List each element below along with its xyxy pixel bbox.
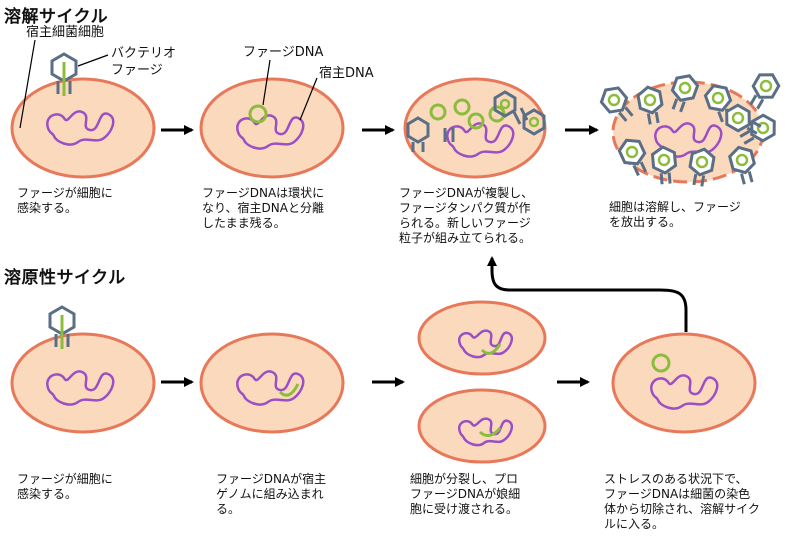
lysogenic-caption-4: ストレスのある状況下で、 ファージDNAは細菌の染色 体から切除され、溶解サイク… (604, 472, 760, 531)
cell-lytic-2 (199, 77, 345, 179)
lytic-caption-3: ファージDNAが複製し、 ファージタンパク質が作 られる。新しいファージ 粒子が… (399, 186, 534, 245)
lysogenic-caption-1: ファージが細胞に 感染する。 (17, 472, 113, 501)
cell-lysogenic-1 (10, 332, 156, 434)
lysogenic-caption-2: ファージDNAが宿主 ゲノムに組み込まれ る。 (216, 472, 327, 516)
lytic-cycle-heading: 溶解サイクル (4, 7, 109, 27)
lysogenic-caption-3: 細胞が分裂し、プロ ファージDNAが娘細 胞に受け渡される。 (410, 472, 521, 516)
daughter-cell-bottom (417, 388, 547, 464)
arrow-return-to-lytic (487, 256, 688, 332)
host-dna-lytic-1 (46, 110, 115, 146)
lytic-caption-1: ファージが細胞に 感染する。 (17, 186, 113, 215)
bacteriophage-attached-lysogenic (48, 305, 76, 349)
bacteriophage-label: バクテリオ ファージ (111, 46, 177, 78)
daughter-cell-top (417, 300, 547, 376)
phage-dna-label: ファージDNA (243, 45, 324, 60)
host-dna-lytic-3 (446, 122, 515, 158)
lytic-caption-4: 細胞は溶解し、ファージ を放出する。 (609, 200, 741, 229)
host-dna-label: 宿主DNA (319, 66, 374, 81)
excised-phage-dna (651, 353, 671, 373)
phage-dna-circle-2 (248, 104, 268, 124)
lytic-caption-2: ファージDNAは環状に なり、宿主DNAと分離 したまま残る。 (202, 186, 325, 230)
lysogenic-cycle-heading: 溶原性サイクル (4, 268, 126, 288)
bacteriophage-attached-1 (50, 52, 78, 96)
host-cell-label: 宿主細菌細胞 (26, 25, 105, 40)
cell-lysogenic-4 (611, 332, 757, 434)
cell-lytic-1 (10, 77, 156, 179)
cell-lysogenic-2 (199, 332, 345, 434)
